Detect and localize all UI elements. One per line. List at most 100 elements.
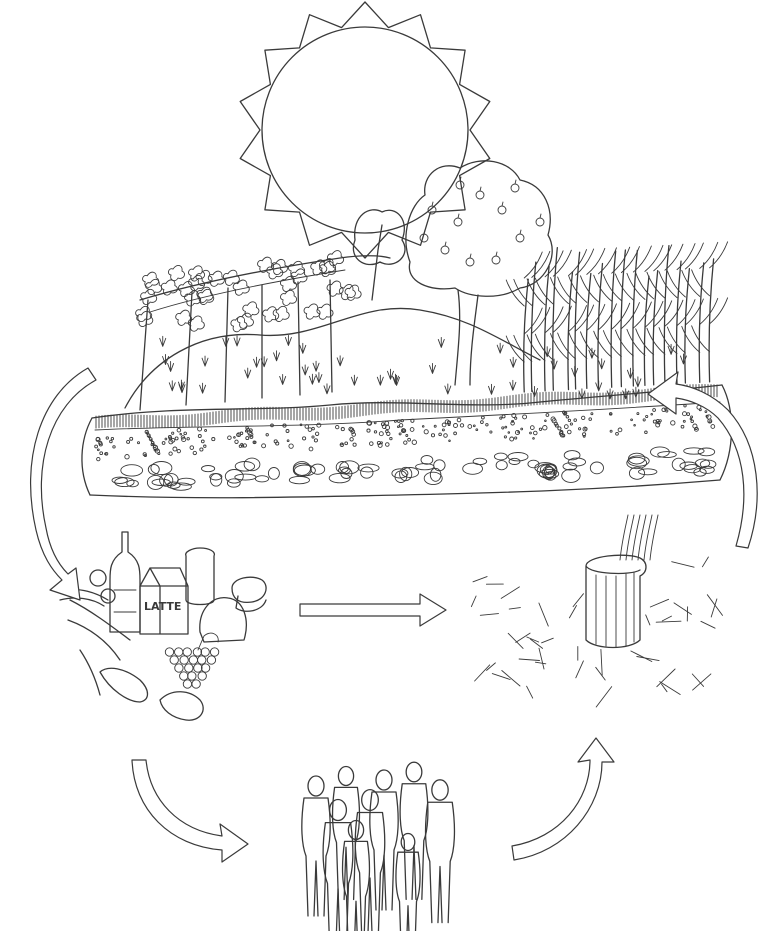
corn-leaf [545, 251, 563, 277]
soil-dot [659, 420, 661, 422]
grass-tuft [633, 387, 639, 397]
soil-dot [399, 424, 402, 427]
soil-dot [609, 413, 612, 416]
person [396, 834, 420, 931]
soil-dot [374, 422, 376, 424]
soil-dot [460, 424, 463, 427]
grass-tuft [202, 356, 208, 366]
compost-scrap [702, 557, 708, 567]
soil-dot [187, 438, 189, 440]
person-head [308, 776, 324, 796]
soil-dot [239, 445, 241, 447]
soil-dot [312, 427, 315, 430]
soil-dot [530, 426, 534, 430]
food-products-illustration: LATTE [60, 532, 266, 720]
compost-scrap [542, 638, 554, 643]
soil-dot [169, 452, 172, 455]
soil-dot [508, 432, 510, 434]
soil-stone [590, 462, 603, 474]
compost-scrap [569, 606, 576, 618]
apple-stem [480, 187, 481, 191]
soil-dot [111, 437, 113, 439]
soil-dot [434, 425, 436, 427]
soil-dot [558, 427, 561, 430]
apple-stem [424, 230, 425, 234]
soil-dot [305, 425, 309, 429]
corn-leaf [535, 278, 553, 304]
soil-dot [287, 440, 289, 442]
grape [201, 664, 209, 672]
soil-dot [172, 432, 174, 434]
soil-dot [444, 434, 448, 438]
soil-dot [237, 434, 240, 437]
soil-dot [303, 437, 306, 440]
grape [194, 664, 202, 672]
soil-dot [564, 425, 568, 429]
vine-leaf [280, 290, 296, 305]
soil-dot [502, 415, 505, 418]
grass-tuft [351, 375, 357, 385]
vine-leaf [136, 306, 152, 321]
compost-scrap [674, 603, 691, 615]
soil-dot [589, 418, 592, 421]
sun-disc [262, 27, 468, 233]
soil-dot [198, 435, 201, 438]
soil-dot [246, 437, 249, 440]
soil-dot [645, 431, 648, 434]
corn-leaf [524, 308, 542, 334]
small-tree [353, 210, 405, 300]
soil-dot [681, 425, 684, 428]
soil-dot [454, 432, 457, 435]
people-group [302, 762, 455, 931]
soil-dot [317, 423, 321, 427]
corn-leaf [524, 252, 542, 278]
corn-leaf [645, 245, 663, 271]
soil-dot [424, 430, 428, 434]
soil-dot [582, 416, 585, 419]
grass-tuft [234, 336, 240, 346]
corn-leaf [558, 277, 576, 303]
soil-dot [515, 437, 517, 439]
soil-dot [177, 449, 180, 452]
soil-dot [390, 437, 392, 439]
soil-dot [127, 440, 130, 443]
preserve-jar [186, 548, 215, 605]
grape [188, 672, 196, 680]
grass-tuft [337, 356, 343, 366]
soil-dot [312, 436, 314, 438]
wine-bottle [110, 532, 140, 632]
compost-scrap [656, 621, 681, 622]
soil-dot [442, 423, 446, 427]
compost-scrap [492, 674, 510, 680]
soil-dot [205, 429, 207, 431]
apple-stem [520, 230, 521, 234]
soil-dot [266, 434, 268, 436]
soil-dot [180, 433, 182, 435]
grass-tuft [510, 357, 516, 367]
compost-scrap [701, 621, 715, 628]
vine-leaf [197, 287, 213, 302]
compost-scrap [502, 671, 520, 687]
soil-dot [534, 431, 538, 435]
person-head [376, 770, 392, 790]
corn-field [506, 242, 727, 392]
compost-scrap [508, 633, 523, 648]
grass-tuft [316, 373, 322, 383]
compost-scrap [573, 594, 583, 607]
grass-tuft [430, 363, 436, 373]
soil-stone [147, 475, 163, 489]
soil-stone [171, 483, 192, 490]
soil-stone [434, 460, 445, 471]
vine-leaf [168, 265, 184, 280]
person [400, 762, 428, 899]
grass-tuft [313, 361, 319, 371]
corn-leaf [545, 307, 563, 333]
apple-stem [502, 202, 503, 206]
soil-dot [570, 423, 572, 425]
sun-rays [240, 2, 490, 258]
soil-dot [543, 426, 547, 430]
apple-tree [406, 161, 552, 385]
person [323, 800, 353, 931]
corn-stalk [664, 246, 669, 385]
corn-leaf [615, 274, 633, 300]
